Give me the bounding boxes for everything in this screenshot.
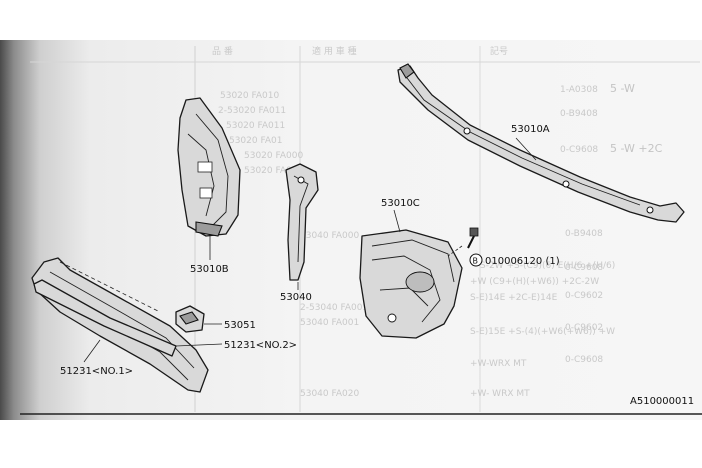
figure-id: A510000011 xyxy=(630,396,694,407)
catalog-sheet xyxy=(0,40,702,420)
table-cell: 53020 FA010 xyxy=(220,91,279,101)
table-cell: 53040 FA001 xyxy=(300,318,359,328)
background-table: 品 番 適 用 車 種 記号 53020 FA010 2-53020 FA011… xyxy=(30,45,700,412)
table-cell: 0-C9608 xyxy=(565,355,603,365)
part-51231-no2-drawing xyxy=(33,279,177,357)
table-note: +W (C9+(H)(+W6)) +2C-2W xyxy=(470,277,599,287)
table-header-1: 品 番 xyxy=(212,45,233,57)
table-cell: 53020 FA000 xyxy=(244,151,303,161)
table-cell: 0-C9602 xyxy=(565,291,603,301)
table-cell: 0-C9608 xyxy=(565,263,603,273)
table-cell: 0-C9608 xyxy=(560,145,598,155)
table-note: S-2W +S-(C9)(6) E(H/6 +(H/6) xyxy=(480,261,615,271)
bolt-drawing xyxy=(447,227,479,257)
table-note: 5 -W +2C xyxy=(610,142,663,155)
bolt-callout: B 010006120 (1) xyxy=(469,253,560,267)
bolt-symbol-circle xyxy=(469,253,483,267)
table-note: 5 -W xyxy=(610,82,635,95)
part-number-53051: 53051 xyxy=(224,320,256,331)
table-cell: 2-53040 FA001 xyxy=(300,303,368,313)
table-cell: 0-C9602 xyxy=(565,323,603,333)
table-cell: 53040 FA020 xyxy=(300,389,359,399)
bolt-symbol: B xyxy=(473,257,479,266)
table-cell: 1-A0308 xyxy=(560,85,598,95)
table-note: S-E)15E +S-(4)(+W6(+W6)) +W xyxy=(470,327,615,337)
table-header-3: 記号 xyxy=(490,45,508,57)
part-53051-drawing xyxy=(175,305,205,333)
table-cell: 53040 FA000 xyxy=(300,231,359,241)
part-number-51231-no1: 51231<NO.1> xyxy=(60,366,133,377)
table-header-2: 適 用 車 種 xyxy=(312,45,357,57)
part-53010a-drawing xyxy=(397,63,685,223)
part-number-51231-no2: 51231<NO.2> xyxy=(224,340,297,351)
table-cell: 0-B9408 xyxy=(565,229,603,239)
table-cell: 2-53020 FA011 xyxy=(218,106,286,116)
part-53010c-drawing xyxy=(359,229,463,339)
table-note: S-E)14E +2C-E)14E xyxy=(470,293,558,303)
table-note: +W- WRX MT xyxy=(470,389,530,399)
table-cell: 0-B9408 xyxy=(560,109,598,119)
leader-lines xyxy=(83,137,537,363)
part-number-53010c: 53010C xyxy=(381,198,420,209)
part-number-53010b: 53010B xyxy=(190,264,229,275)
table-cell: 53020 FA011 xyxy=(226,121,285,131)
part-number-53010a: 53010A xyxy=(511,124,550,135)
table-note: +W-WRX MT xyxy=(470,359,527,369)
table-cell: 53020 FA001 xyxy=(244,166,303,176)
bolt-part-number: 010006120 (1) xyxy=(485,256,560,267)
part-53010b-drawing xyxy=(177,97,241,237)
part-53040-drawing xyxy=(285,163,319,281)
table-cell: 2-53020 FA01 xyxy=(220,136,282,146)
part-number-53040: 53040 xyxy=(280,292,312,303)
